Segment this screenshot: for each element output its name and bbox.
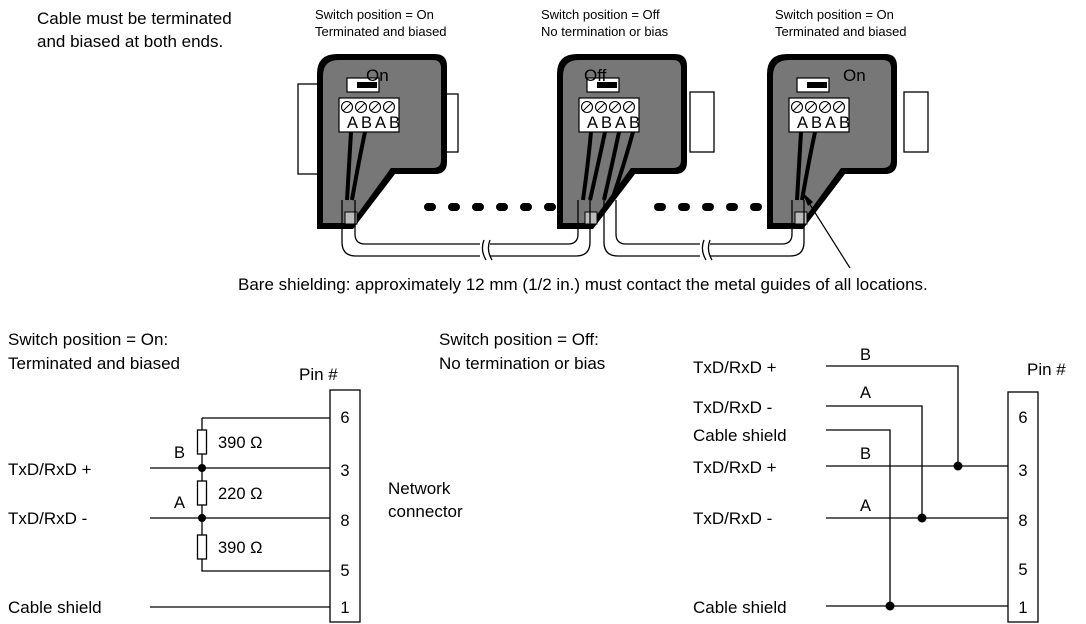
connector-2: Switch position = Off No termination or …: [541, 7, 715, 230]
connector-2-terminal-b2: B: [629, 114, 640, 132]
junction-dot-a: [198, 514, 206, 522]
right-pin-1: 1: [1018, 599, 1027, 617]
right-pin-column: [1007, 391, 1039, 623]
cable-continuation-dots-1: [424, 203, 556, 211]
right-pin-5: 5: [1018, 561, 1027, 579]
junction-dot-b: [198, 464, 206, 472]
cable-continuation-dots-2: [654, 203, 762, 211]
right-signal-cable-shield-1: Cable shield: [693, 426, 787, 445]
connector-2-terminal-b1: B: [601, 114, 612, 132]
left-pin-column: [329, 389, 361, 623]
right-wiring: [826, 365, 1008, 607]
connector-3-terminal-b2: B: [839, 114, 850, 132]
connector-1-caption-line1: Switch position = On: [315, 7, 434, 22]
left-line-tag-b: B: [174, 444, 185, 462]
right-pin-3: 3: [1018, 462, 1027, 480]
connector-3-terminal-a2: A: [825, 114, 836, 132]
connector-1-terminal-a1: A: [347, 114, 358, 132]
resistor-220-label: 220 Ω: [218, 485, 262, 503]
shield-pointer-arrowhead: [802, 192, 813, 206]
connector-1-terminal-b2: B: [389, 114, 400, 132]
right-line-tag-a-top: A: [860, 384, 871, 402]
right-schematic-title-line2: No termination or bias: [439, 354, 605, 373]
connector-2-switch-label: Off: [584, 66, 607, 85]
left-pin-header: Pin #: [299, 365, 338, 384]
connector-2-caption-line1: Switch position = Off: [541, 7, 660, 22]
resistor-390-bottom-label: 390 Ω: [218, 539, 262, 557]
right-signal-txd-plus-2: TxD/RxD +: [693, 458, 777, 477]
connector-1-caption-line2: Terminated and biased: [315, 24, 447, 39]
right-pin-header: Pin #: [1027, 360, 1066, 379]
left-schematic-title-line2: Terminated and biased: [8, 354, 180, 373]
connector-1-terminal-b1: B: [361, 114, 372, 132]
connector-2-caption-line2: No termination or bias: [541, 24, 669, 39]
right-schematic-title-line1: Switch position = Off:: [439, 330, 599, 349]
network-connector-label-line2: connector: [388, 502, 463, 521]
right-junction-plus: [953, 461, 963, 471]
connector-3-right-latch: [903, 91, 929, 153]
connector-3: Switch position = On Terminated and bias…: [766, 7, 929, 230]
left-signal-txd-plus: TxD/RxD +: [8, 460, 92, 479]
right-signal-txd-minus-2: TxD/RxD -: [693, 509, 772, 528]
left-schematic: Switch position = On: Terminated and bia…: [8, 330, 463, 623]
connector-1-wires: [345, 131, 367, 201]
right-junction-minus: [917, 513, 927, 523]
intro-text-line2: and biased at both ends.: [37, 32, 223, 51]
left-pin-8: 8: [340, 512, 349, 530]
connector-3-caption-line1: Switch position = On: [775, 7, 894, 22]
connector-1-left-latch: [297, 83, 321, 175]
left-signal-txd-minus: TxD/RxD -: [8, 509, 87, 528]
shield-pointer-line: [801, 191, 851, 269]
right-pin-8: 8: [1018, 512, 1027, 530]
intro-text-line1: Cable must be terminated: [37, 9, 232, 28]
right-signal-txd-minus-1: TxD/RxD -: [693, 398, 772, 417]
left-pin-1: 1: [340, 599, 349, 617]
connector-3-terminal-a1: A: [797, 114, 808, 132]
right-signal-txd-plus-1: TxD/RxD +: [693, 358, 777, 377]
connector-3-caption-line2: Terminated and biased: [775, 24, 907, 39]
right-line-tag-b-bottom: B: [860, 445, 871, 463]
bus-cables: [341, 200, 805, 261]
connector-1-terminal-a2: A: [375, 114, 386, 132]
right-pin-6: 6: [1018, 409, 1027, 427]
left-pin-5: 5: [340, 562, 349, 580]
connector-2-wires: [581, 131, 635, 201]
network-connector-label-line1: Network: [388, 479, 451, 498]
left-pin-6: 6: [340, 409, 349, 427]
connector-3-switch-label: On: [843, 66, 866, 85]
left-line-tag-a: A: [174, 494, 185, 512]
right-signal-cable-shield-2: Cable shield: [693, 598, 787, 617]
connector-2-terminal-a2: A: [615, 114, 626, 132]
connector-3-housing: [766, 53, 898, 230]
connector-1-switch-label: On: [366, 66, 389, 85]
resistor-220: [196, 480, 208, 506]
left-pin-3: 3: [340, 462, 349, 480]
connector-2-housing: [556, 53, 688, 230]
connector-2-terminal-a1: A: [587, 114, 598, 132]
resistor-390-top: [196, 429, 208, 455]
connector-3-terminal-b1: B: [811, 114, 822, 132]
bare-shielding-note: Bare shielding: approximately 12 mm (1/2…: [238, 275, 928, 294]
right-line-tag-b-top: B: [860, 346, 871, 364]
left-schematic-title-line1: Switch position = On:: [8, 330, 168, 349]
connector-2-right-latch: [689, 91, 715, 153]
right-junction-shield: [885, 601, 895, 611]
resistor-390-top-label: 390 Ω: [218, 434, 262, 452]
right-line-tag-a-bottom: A: [860, 497, 871, 515]
resistor-390-bottom: [196, 534, 208, 560]
right-schematic: Switch position = Off: No termination or…: [439, 330, 1066, 623]
connector-1: Switch position = On Terminated and bias…: [297, 7, 459, 230]
left-signal-cable-shield: Cable shield: [8, 598, 102, 617]
